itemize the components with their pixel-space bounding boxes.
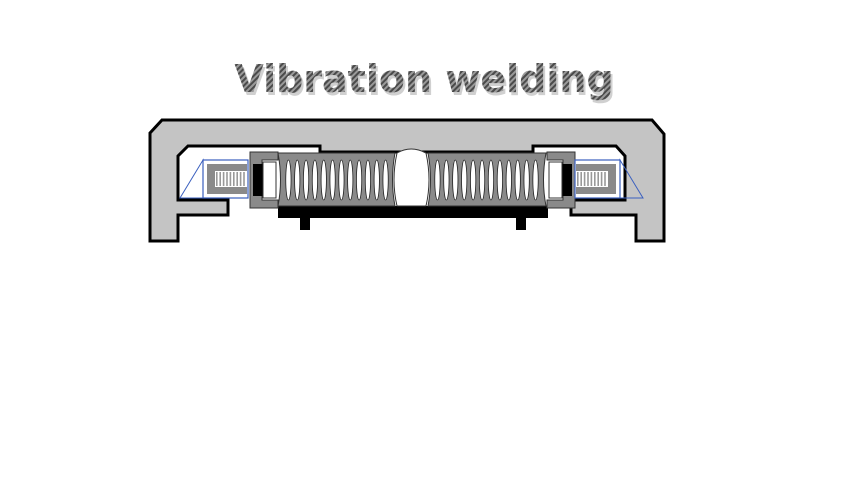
right-magnet-coil <box>577 172 606 186</box>
magnet-lamination <box>219 172 221 186</box>
base-plate <box>278 206 548 230</box>
coil-winding <box>487 159 495 201</box>
magnet-lamination <box>216 172 218 186</box>
magnet-lamination <box>604 172 606 186</box>
coil-winding <box>478 159 486 201</box>
magnet-lamination <box>597 172 599 186</box>
coil-winding <box>347 159 354 201</box>
coil-winding <box>320 159 327 201</box>
magnet-lamination <box>233 172 235 186</box>
weld-joint-gap <box>393 148 430 207</box>
magnet-lamination <box>236 172 238 186</box>
coil-winding <box>523 159 530 201</box>
coil-winding <box>496 159 503 201</box>
coil-winding <box>356 159 363 201</box>
magnet-lamination <box>590 172 593 186</box>
coil-winding <box>434 159 441 201</box>
coil-winding <box>338 159 345 201</box>
left-magnet-coil <box>216 172 245 186</box>
magnet-lamination <box>239 172 242 186</box>
coil-winding <box>285 159 292 201</box>
coil-winding <box>452 159 459 201</box>
coil-winding <box>329 159 336 201</box>
coil-winding <box>364 159 371 201</box>
left-coil-block <box>277 152 396 207</box>
title: Vibration welding <box>234 57 613 101</box>
coil-winding <box>294 159 301 201</box>
left-part-holder <box>249 151 279 209</box>
coil-winding <box>470 159 477 201</box>
housing-frame <box>148 118 666 243</box>
magnet-lamination <box>594 172 596 186</box>
magnet-lamination <box>580 172 582 186</box>
coil-winding <box>373 159 380 201</box>
right-electromagnet <box>574 158 644 199</box>
coil-winding <box>532 159 539 201</box>
magnet-lamination <box>587 172 589 186</box>
magnet-lamination <box>222 172 225 186</box>
coil-winding <box>443 159 450 201</box>
coil-winding <box>505 159 512 201</box>
coil-winding <box>461 159 468 201</box>
coil-winding <box>303 159 310 201</box>
right-coil-block <box>427 152 547 207</box>
coil-winding <box>514 159 521 201</box>
magnet-lamination <box>577 172 579 186</box>
left-electromagnet <box>179 158 249 199</box>
coil-winding <box>311 159 318 201</box>
magnet-lamination <box>600 172 603 186</box>
magnet-lamination <box>226 172 228 186</box>
title-shadow: Vibration welding <box>236 60 615 104</box>
right-part-holder <box>546 151 576 209</box>
coil-winding <box>382 159 389 201</box>
magnet-lamination <box>243 172 245 186</box>
magnet-lamination <box>229 172 232 186</box>
magnet-lamination <box>583 172 586 186</box>
